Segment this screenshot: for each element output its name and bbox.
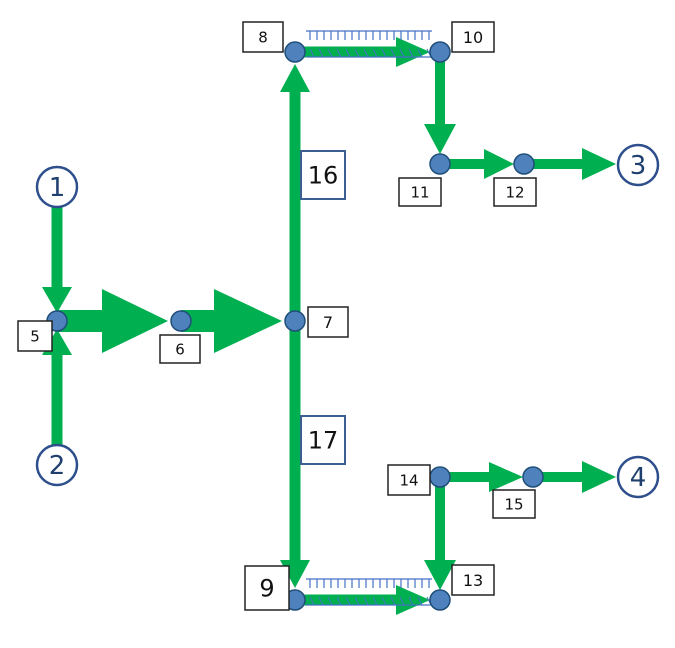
svg-text:1: 1 bbox=[49, 173, 66, 203]
terminal-node-3: 3 bbox=[616, 143, 660, 187]
svg-text:7: 7 bbox=[323, 313, 333, 332]
junction-dot-12 bbox=[513, 153, 535, 175]
svg-text:3: 3 bbox=[630, 151, 647, 181]
terminal-node-1: 1 bbox=[35, 165, 79, 209]
junction-dot-15 bbox=[522, 466, 544, 488]
svg-text:11: 11 bbox=[410, 183, 429, 201]
flow-arrow-10-11 bbox=[424, 52, 456, 154]
pipe-label-16: 16 bbox=[300, 150, 346, 200]
svg-text:9: 9 bbox=[259, 575, 274, 603]
flow-arrow-1-5 bbox=[42, 207, 72, 313]
node-label-10: 10 bbox=[451, 21, 495, 53]
node-label-7: 7 bbox=[307, 306, 349, 338]
flow-arrow-8-10 bbox=[295, 37, 430, 67]
flow-arrow-14-13 bbox=[424, 477, 456, 590]
junction-dot-11 bbox=[429, 153, 451, 175]
flow-arrow-12-3 bbox=[524, 148, 616, 180]
node-label-15: 15 bbox=[492, 489, 536, 519]
flow-arrow-11-12 bbox=[440, 149, 514, 179]
svg-text:10: 10 bbox=[463, 28, 483, 47]
node-label-9: 9 bbox=[244, 565, 290, 611]
pipe-label-17: 17 bbox=[300, 415, 346, 465]
flow-arrow-2-5 bbox=[42, 329, 72, 447]
flow-arrow-7-8 bbox=[280, 64, 310, 321]
flow-arrow-7-9 bbox=[280, 321, 310, 588]
junctions-layer bbox=[46, 41, 544, 611]
hatch-8-10 bbox=[306, 30, 432, 58]
flow-arrow-5-6 bbox=[57, 289, 168, 353]
node-label-5: 5 bbox=[17, 320, 53, 352]
junction-dot-14 bbox=[429, 466, 451, 488]
junction-dot-7 bbox=[284, 310, 306, 332]
svg-text:5: 5 bbox=[30, 327, 40, 345]
svg-text:4: 4 bbox=[630, 463, 647, 493]
svg-text:2: 2 bbox=[49, 451, 66, 481]
svg-text:12: 12 bbox=[505, 183, 524, 201]
svg-text:16: 16 bbox=[308, 162, 339, 190]
svg-text:13: 13 bbox=[463, 571, 483, 590]
svg-text:15: 15 bbox=[504, 495, 523, 513]
node-label-14: 14 bbox=[387, 464, 431, 496]
hatch-9-13 bbox=[306, 578, 432, 606]
node-label-8: 8 bbox=[242, 21, 284, 53]
junction-dot-10 bbox=[429, 41, 451, 63]
svg-text:17: 17 bbox=[308, 427, 339, 455]
node-label-13: 13 bbox=[451, 564, 495, 596]
node-label-12: 12 bbox=[493, 177, 537, 207]
svg-text:8: 8 bbox=[258, 28, 268, 46]
flow-arrow-15-4 bbox=[533, 461, 616, 493]
terminal-node-2: 2 bbox=[35, 443, 79, 487]
flow-arrows-layer bbox=[42, 37, 616, 615]
svg-text:14: 14 bbox=[399, 471, 418, 489]
flow-arrow-6-7 bbox=[181, 289, 282, 353]
terminal-node-4: 4 bbox=[616, 455, 660, 499]
flow-arrow-14-15 bbox=[440, 462, 523, 492]
junction-dot-6 bbox=[170, 310, 192, 332]
flow-arrow-9-13 bbox=[295, 585, 430, 615]
node-label-11: 11 bbox=[398, 177, 442, 207]
svg-text:6: 6 bbox=[175, 340, 185, 358]
junction-dot-13 bbox=[429, 589, 451, 611]
hatch-layer bbox=[306, 30, 432, 606]
junction-dot-8 bbox=[284, 41, 306, 63]
node-label-6: 6 bbox=[159, 334, 201, 364]
